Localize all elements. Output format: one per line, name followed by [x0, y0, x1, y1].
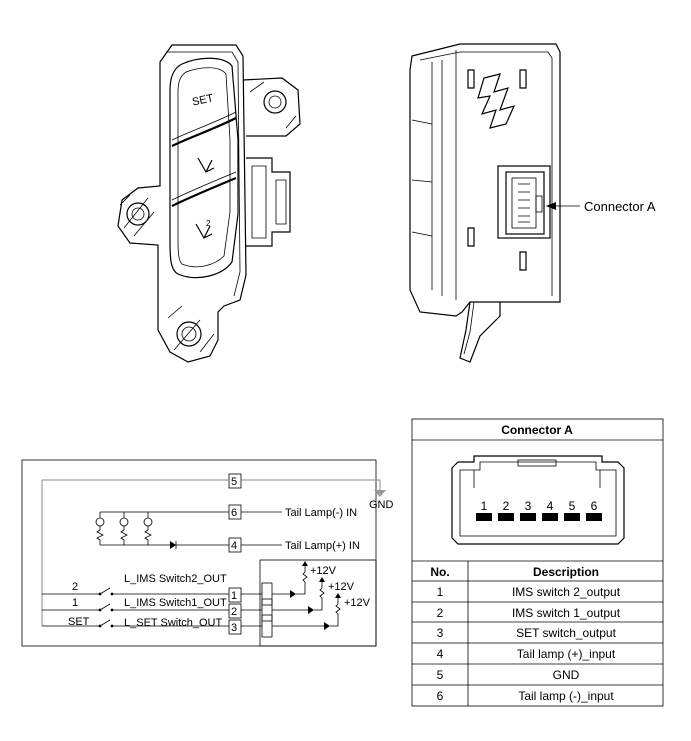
row-1-no: 1 — [437, 585, 444, 599]
header-description: Description — [533, 565, 599, 579]
switch-row-set-signal: L_SET Switch_OUT — [124, 617, 223, 629]
switch-row-1-left: 1 — [72, 597, 78, 609]
row-2-description: IMS switch 1_output — [512, 606, 621, 620]
row-2-no: 2 — [437, 606, 444, 620]
terminal-4-label: 4 — [231, 540, 237, 552]
terminal-1-label: 1 — [231, 590, 237, 602]
row-5-no: 5 — [437, 668, 444, 682]
pin-2-label: 2 — [503, 499, 510, 513]
connector-pins — [476, 513, 602, 521]
terminal-3-label: 3 — [231, 622, 237, 634]
switch-row-2-left: 2 — [72, 581, 78, 593]
row-4-no: 4 — [437, 647, 444, 661]
row-5-description: GND — [553, 668, 580, 682]
switch-front-view: 2 SET — [117, 44, 301, 363]
pin-1-label: 1 — [481, 499, 488, 513]
row-3-no: 3 — [437, 626, 444, 640]
switch-row-2-signal: L_IMS Switch2_OUT — [124, 573, 227, 585]
row-3-description: SET switch_output — [516, 626, 616, 640]
svg-text:2: 2 — [206, 219, 211, 228]
pin-3-label: 3 — [525, 499, 532, 513]
switch-side-view: Connector A — [409, 43, 656, 363]
terminal-6-label: 6 — [231, 507, 237, 519]
row-1-description: IMS switch 2_output — [512, 585, 621, 599]
connector-a-table: Connector A 1 2 3 4 5 6 — [411, 418, 664, 707]
terminal-5 — [228, 473, 242, 489]
terminal-3 — [228, 619, 242, 635]
supply-label-1: +12V — [310, 565, 337, 577]
ecu-input-box — [259, 559, 377, 647]
gnd-label: GND — [369, 499, 394, 511]
led-lamps — [95, 517, 153, 545]
terminal-5-label: 5 — [231, 476, 237, 488]
row-6-description: Tail lamp (-)_input — [518, 689, 614, 703]
switch-assembly-box — [21, 459, 377, 647]
switch-row-set-left: SET — [68, 616, 90, 628]
switch-rows: 2 L_IMS Switch2_OUT 1 L_IMS Switch1_OUT … — [42, 573, 229, 629]
switch-row-1-signal: L_IMS Switch1_OUT — [124, 597, 227, 609]
connector-a-callout: Connector A — [584, 199, 656, 214]
supply-label-3: +12V — [344, 597, 371, 609]
set-button-label: SET — [191, 92, 215, 108]
row-4-description: Tail lamp (+)_input — [517, 647, 616, 661]
pin-6-label: 6 — [591, 499, 598, 513]
pin-4-label: 4 — [547, 499, 554, 513]
tail-lamp-plus-label: Tail Lamp(+) IN — [285, 540, 360, 552]
table-title: Connector A — [501, 423, 573, 437]
connector-a-face: 1 2 3 4 5 6 — [451, 455, 625, 545]
pin-5-label: 5 — [569, 499, 576, 513]
supply-label-2: +12V — [328, 581, 355, 593]
terminal-2-label: 2 — [231, 606, 237, 618]
tail-lamp-minus-label: Tail Lamp(-) IN — [285, 507, 357, 519]
header-no: No. — [430, 565, 449, 579]
row-6-no: 6 — [437, 689, 444, 703]
terminal-1 — [228, 587, 242, 603]
gnd-symbol — [374, 490, 386, 497]
terminal-2 — [228, 603, 242, 619]
wiring-schematic: 5 6 4 1 2 3 GND Tail Lamp(-) IN Tail Lam… — [21, 459, 394, 647]
